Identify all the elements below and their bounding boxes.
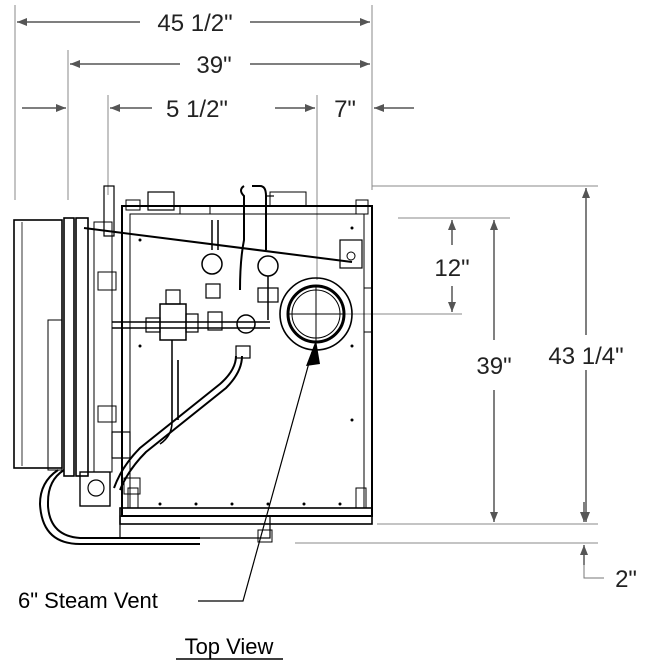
- dim-body-width-label: 39": [196, 52, 231, 79]
- dim-overall-width-label: 45 1/2": [157, 10, 232, 37]
- machine-top-view: [13, 185, 373, 545]
- dim-overall-depth: 43 1/4": [548, 188, 624, 522]
- steam-vent: [279, 277, 353, 351]
- dim-vent-from-front: 12": [434, 220, 470, 312]
- dim-body-depth-label: 39": [476, 353, 511, 380]
- dim-bottom-offset: 2": [580, 502, 637, 593]
- dim-vent-offset-label: 7": [334, 96, 356, 123]
- dim-overall-depth-label: 43 1/4": [548, 343, 623, 370]
- dim-bottom-offset-label: 2": [615, 566, 637, 593]
- dim-left-offset: 5 1/2": [22, 96, 228, 123]
- steam-vent-label: 6" Steam Vent: [18, 588, 158, 613]
- dim-vent-from-front-label: 12": [434, 255, 469, 282]
- dim-vent-offset: 7": [275, 96, 414, 123]
- dim-left-offset-label: 5 1/2": [166, 96, 228, 123]
- dim-overall-width: 45 1/2": [17, 10, 370, 37]
- steam-vent-leader: [198, 340, 320, 602]
- view-title: Top View: [185, 634, 274, 659]
- dim-body-depth: 39": [476, 220, 512, 522]
- dim-body-width: 39": [70, 52, 370, 79]
- extension-lines: [14, 5, 598, 544]
